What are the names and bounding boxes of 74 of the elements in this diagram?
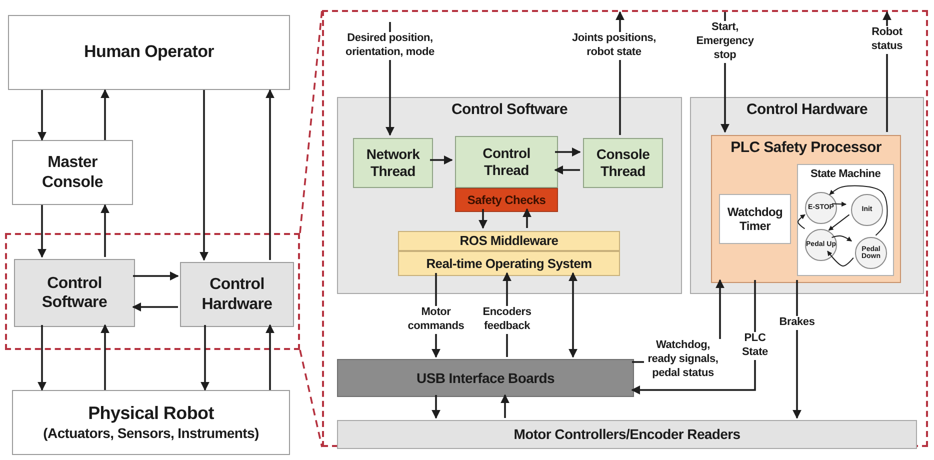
box-label: Motor Controllers/Encoder Readers — [514, 426, 740, 443]
arrow — [200, 325, 210, 391]
arrow — [500, 394, 510, 418]
box-label: Control Software — [40, 274, 108, 312]
box-label: ROS Middleware — [460, 233, 558, 249]
state-circle — [805, 192, 837, 224]
zoom-line — [299, 10, 323, 234]
arrow — [100, 204, 110, 257]
arrow — [100, 89, 110, 140]
box-label: Control Thread — [482, 145, 532, 179]
arrow — [266, 324, 274, 390]
transition-arrow — [827, 250, 854, 266]
state-circle — [805, 229, 837, 261]
transition-arrow — [829, 185, 888, 236]
state-circle — [855, 237, 887, 269]
component-box — [180, 262, 294, 327]
box-heading: State Machine — [809, 167, 882, 182]
arrow — [522, 208, 532, 228]
layer-bar — [398, 251, 620, 276]
transition-arrow — [831, 202, 847, 207]
box-label: Human Operator — [84, 42, 214, 63]
box-label: Control Hardware — [200, 275, 274, 314]
zoom-line — [299, 350, 323, 448]
detail-region — [322, 10, 928, 447]
box-heading: Control Hardware — [745, 100, 869, 119]
arrow — [200, 90, 208, 261]
checks-bar — [455, 188, 558, 212]
highlight-region — [5, 233, 300, 350]
arrow — [132, 302, 178, 312]
transition-arrow — [798, 214, 806, 230]
box-heading: PLC Safety Processor — [730, 138, 882, 157]
arrow — [554, 166, 580, 174]
state-circle — [851, 194, 883, 226]
thread-box — [455, 136, 558, 188]
arrow — [555, 148, 581, 156]
box-label: Console Thread — [596, 146, 650, 180]
actor-box — [8, 15, 290, 90]
box-label: USB Interface Boards — [416, 370, 554, 386]
transition-arrow — [831, 235, 852, 242]
timer-box — [719, 194, 791, 244]
arrow — [38, 90, 46, 141]
component-box — [12, 390, 290, 455]
processor-box — [711, 135, 901, 283]
arrow — [133, 272, 179, 280]
edge-label: Watchdog, ready signals, pedal status — [644, 339, 722, 381]
state-machine-box — [797, 164, 894, 276]
thread-box — [583, 138, 663, 188]
box-label: Physical Robot — [88, 403, 214, 425]
arrow — [478, 209, 488, 229]
box-heading: Control Software — [450, 100, 569, 119]
arrow — [266, 89, 274, 260]
arrow — [430, 156, 453, 164]
arrow — [792, 280, 802, 419]
subsystem-panel — [337, 97, 682, 294]
edge-label: PLC State — [739, 332, 771, 360]
component-box — [14, 259, 135, 327]
box-label: Watchdog Timer — [726, 204, 784, 234]
box-label: Real-time Operating System — [426, 256, 592, 272]
component-box — [12, 140, 133, 205]
arrow — [568, 272, 578, 358]
arrow — [38, 325, 46, 391]
box-label: Network Thread — [366, 146, 420, 180]
arrow — [100, 324, 110, 390]
transition-arrow — [828, 214, 850, 231]
box-label: Safety Checks — [467, 192, 546, 208]
box-label: Master Console — [40, 153, 104, 192]
layer-bar — [398, 231, 620, 251]
box-subtitle: (Actuators, Sensors, Instruments) — [43, 424, 259, 442]
arrow — [38, 205, 46, 258]
arrow — [432, 395, 440, 419]
interface-bar — [337, 359, 634, 397]
subsystem-panel — [690, 97, 924, 294]
controller-bar — [337, 420, 917, 449]
thread-box — [353, 138, 433, 188]
